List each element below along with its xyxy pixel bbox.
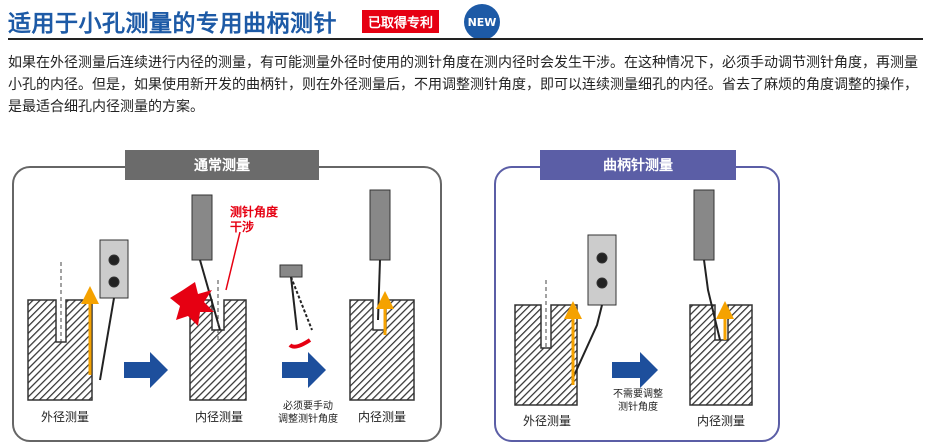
no-adjust-label: 不需要调整 测针角度 bbox=[613, 389, 663, 413]
interference-label: 测针角度 干涉 bbox=[230, 205, 279, 234]
interference-pointer bbox=[225, 231, 241, 291]
probes bbox=[99, 189, 715, 306]
patent-badge: 已取得专利 bbox=[362, 10, 440, 33]
description: 如果在外径测量后连续进行内径的测量，有可能测量外径时使用的测针角度在测内径时会发… bbox=[8, 55, 918, 115]
inner-diameter-label-2: 内径测量 bbox=[357, 410, 406, 424]
motion-arrows bbox=[81, 286, 734, 385]
crank-measure-header: 曲柄针测量 bbox=[540, 150, 736, 180]
manual-adjust-label: 必须要手动 调整测针角度 bbox=[278, 401, 338, 425]
title-divider bbox=[8, 38, 923, 40]
interference-burst bbox=[170, 282, 214, 326]
inner-diameter-label: 内径测量 bbox=[194, 410, 243, 424]
page-title: 适用于小孔测量的专用曲柄测针 bbox=[8, 11, 337, 37]
center-lines bbox=[60, 262, 547, 350]
rotate-arrow bbox=[288, 338, 312, 349]
outer-diameter-label: 外径测量 bbox=[40, 410, 89, 424]
crank-outer-diameter-label: 外径测量 bbox=[522, 414, 571, 428]
styli bbox=[99, 259, 721, 381]
workpiece-blocks bbox=[27, 299, 753, 406]
normal-measure-header: 通常测量 bbox=[125, 150, 319, 180]
crank-inner-diameter-label: 内径测量 bbox=[696, 414, 745, 428]
step-arrows bbox=[124, 352, 658, 388]
new-badge: NEW bbox=[464, 4, 500, 40]
